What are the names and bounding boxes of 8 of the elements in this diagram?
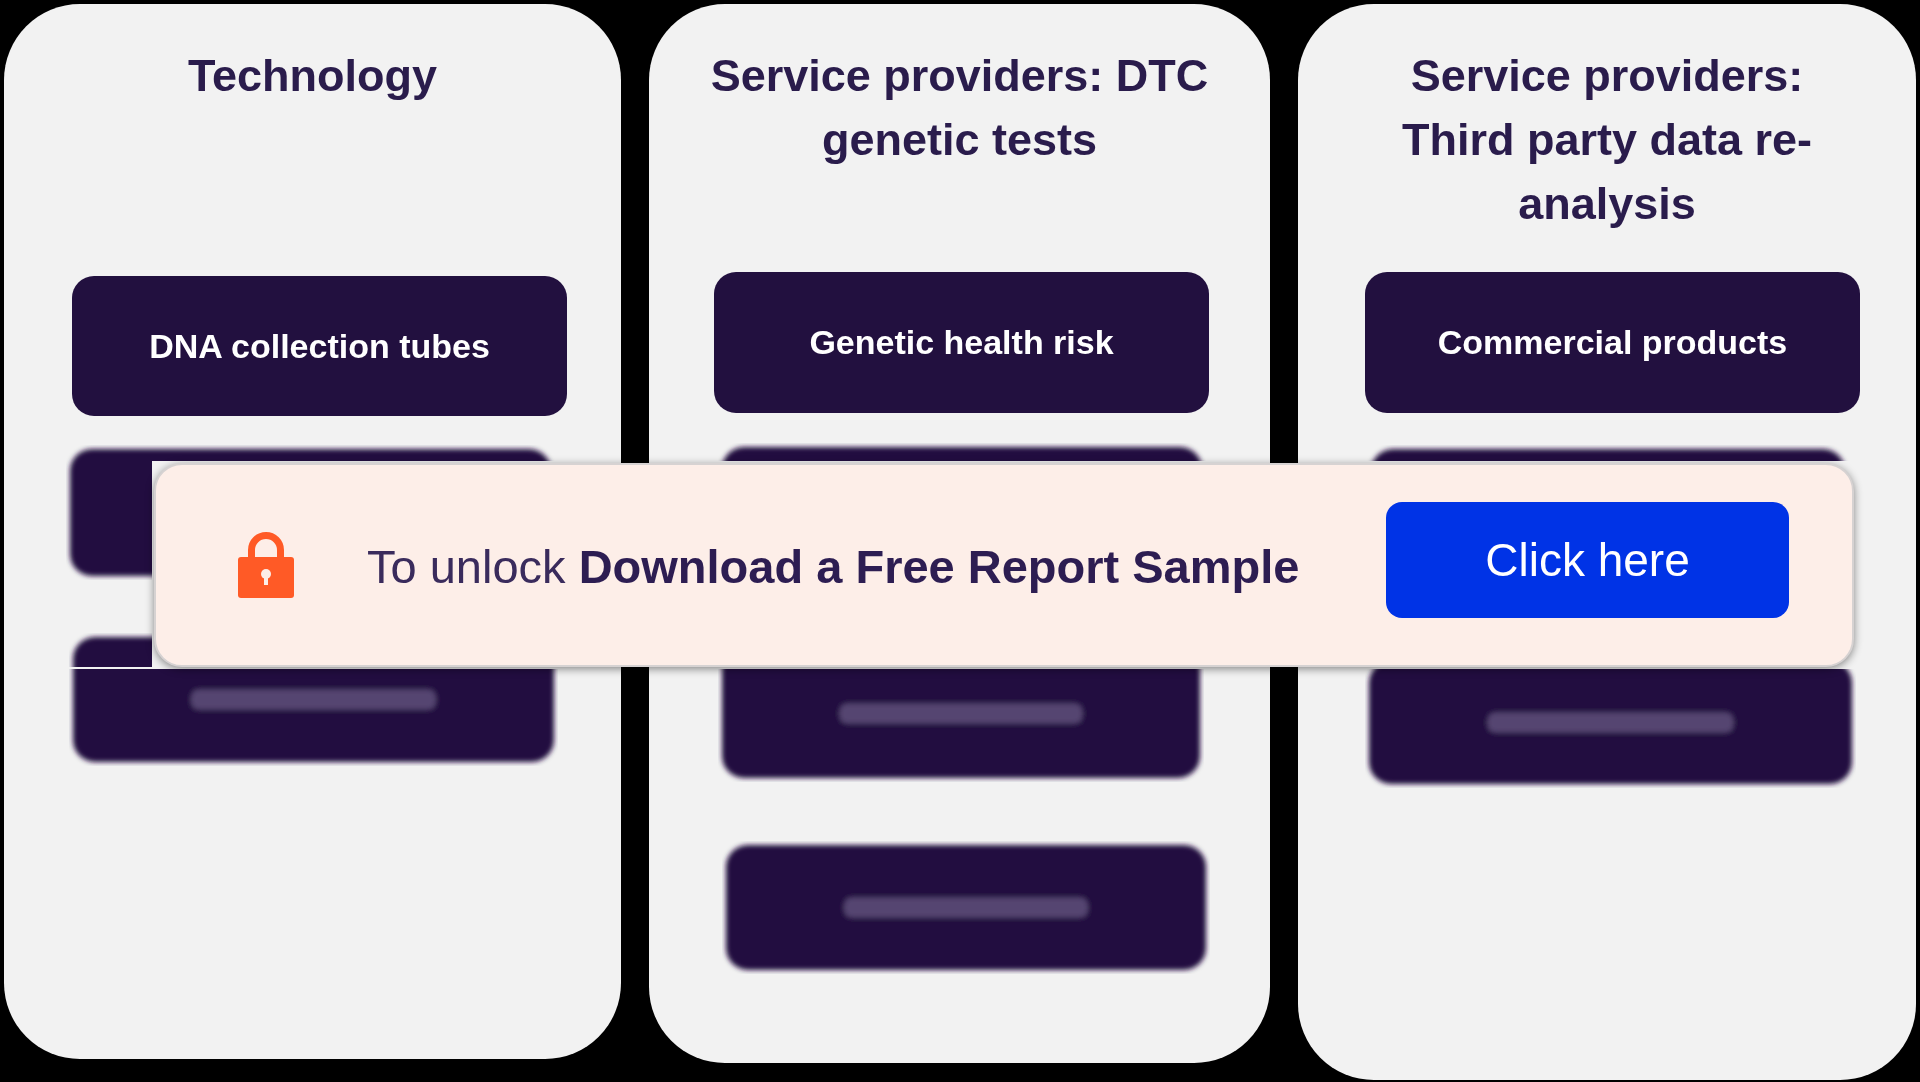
category-box: Commercial products (1365, 272, 1860, 413)
unlock-message: To unlock Download a Free Report Sample (367, 539, 1300, 595)
category-box: DNA collection tubes (72, 276, 567, 416)
column-heading: Service providers: Third party data re-analysis (1400, 49, 1814, 231)
category-box: Genetic health risk (714, 272, 1209, 413)
column-heading: Service providers: DTC genetic tests (709, 49, 1210, 167)
click-here-button: Click here (1386, 502, 1789, 618)
column-heading: Technology (186, 49, 439, 103)
